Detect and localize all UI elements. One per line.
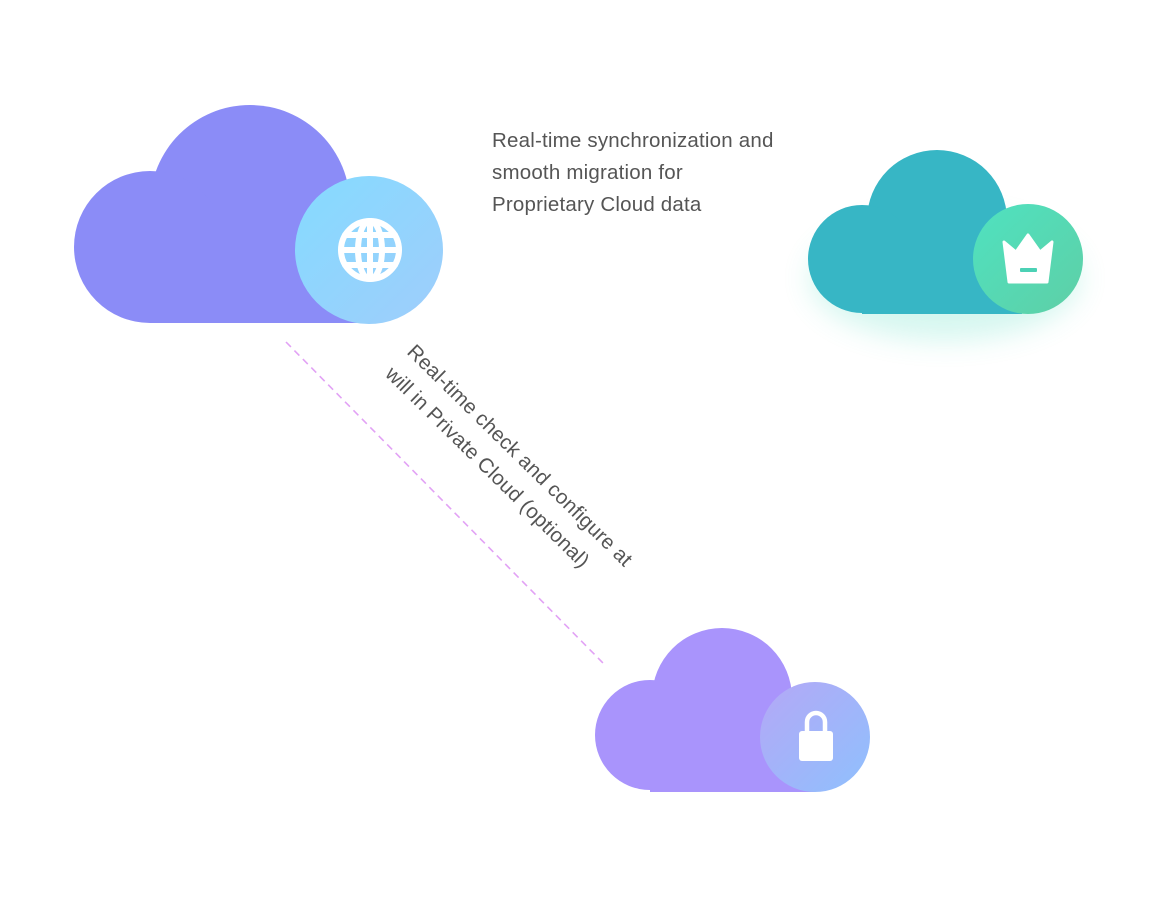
sync-connector <box>458 237 793 258</box>
private-cloud-node <box>595 628 870 792</box>
proprietary-cloud-badge <box>973 204 1083 314</box>
sync-caption-line: smooth migration for <box>492 161 683 184</box>
private-caption-line: Real-time check and configure at <box>402 340 637 571</box>
private-cloud-badge <box>760 682 870 792</box>
private-caption-line: will in Private Cloud (optional) <box>380 362 594 573</box>
proprietary-cloud-node <box>808 150 1083 340</box>
private-connector-dashed-line <box>285 341 604 664</box>
globe-icon <box>338 218 402 282</box>
sync-caption-line: Real-time synchronization and <box>492 129 774 152</box>
sync-caption-line: Proprietary Cloud data <box>492 193 702 216</box>
lock-icon <box>799 710 833 761</box>
public-cloud-node <box>74 105 443 324</box>
crown-icon <box>1002 233 1054 284</box>
private-caption: Real-time check and configure at will in… <box>380 339 641 597</box>
public-cloud-badge <box>295 176 443 324</box>
sync-caption: Real-time synchronization and smooth mig… <box>492 129 779 216</box>
